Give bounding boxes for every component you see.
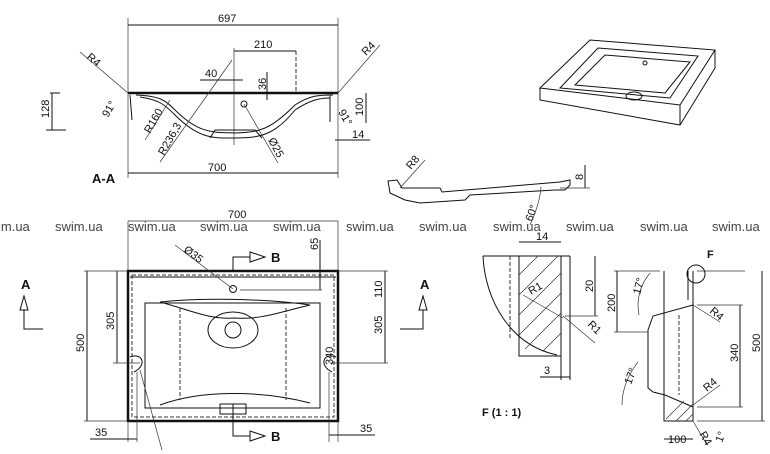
dim-128: 128	[40, 100, 52, 118]
dim-17deg-bottom: 17°	[623, 366, 640, 386]
dim-r4-corner: R4	[696, 430, 713, 448]
dim-14-detail: 14	[536, 231, 548, 243]
watermark: swim.ua	[346, 219, 394, 234]
dim-700: 700	[208, 162, 226, 174]
watermark: swim.ua	[128, 219, 176, 234]
dim-17deg-top: 17°	[631, 277, 647, 296]
dim-35-left: 35	[95, 427, 107, 439]
watermark: swim.ua	[200, 219, 248, 234]
watermark: im.ua	[0, 219, 31, 234]
dim-36: 36	[257, 78, 269, 90]
dim-d25: Ø25	[265, 136, 285, 160]
section-b-profile: R8 8 60°	[387, 153, 590, 226]
plan-view: 700 Ø35 65 110 305 305 500 340 35 35 B B	[19, 209, 388, 451]
dim-340-plan: 340	[324, 347, 336, 365]
watermark: swim.ua	[419, 219, 467, 234]
dim-d35: Ø35	[181, 244, 205, 266]
hatching	[518, 255, 562, 352]
dim-r4-right: R4	[360, 40, 378, 58]
dim-700-plan: 700	[228, 209, 246, 221]
watermark: swim.ua	[273, 219, 321, 234]
dim-60deg: 60°	[524, 203, 541, 223]
detail-mark-f: F	[707, 249, 714, 261]
watermarks: im.ua swim.ua swim.ua swim.ua swim.ua sw…	[0, 219, 760, 234]
dim-100: 100	[668, 434, 686, 446]
dim-91-left: 91°	[100, 99, 119, 119]
dim-r1-b: R1	[585, 319, 603, 337]
dim-697: 697	[218, 13, 236, 25]
dim-r160: R160	[142, 107, 166, 136]
dim-r4-top: R4	[707, 305, 725, 323]
side-view: F 200 17° R4 340 500 17° R4 100 R4 1°	[606, 249, 765, 448]
dim-100: 100	[354, 98, 366, 116]
dim-200: 200	[606, 294, 618, 312]
dim-35-right: 35	[360, 423, 372, 435]
dim-r8: R8	[404, 153, 422, 171]
view-mark-a-right: A	[420, 277, 430, 292]
dim-3: 3	[544, 365, 550, 377]
watermark: swim.ua	[493, 219, 541, 234]
dim-340-side: 340	[729, 344, 741, 362]
section-title-a-a: A-A	[92, 171, 116, 186]
isometric-view	[538, 39, 716, 126]
detail-f: A 14 20 R1 R1 3 F (1 : 1)	[400, 231, 603, 419]
watermark: swim.ua	[712, 219, 760, 234]
dim-500-side: 500	[751, 334, 763, 352]
dim-1deg: 1°	[714, 430, 729, 444]
section-mark-b-bottom: B	[271, 429, 280, 444]
dim-65: 65	[309, 238, 321, 250]
dim-305-right: 305	[373, 316, 385, 334]
section-a-a: 697 210 40 36 128 100 14 700 R4 R4 R160 …	[40, 13, 381, 186]
section-mark-b-top: B	[271, 250, 280, 265]
dim-r1-a: R1	[527, 280, 545, 297]
dim-40: 40	[205, 68, 217, 80]
dim-305-left: 305	[105, 312, 117, 330]
dim-110: 110	[373, 280, 385, 298]
watermark: swim.ua	[640, 219, 688, 234]
dim-r4-left: R4	[84, 51, 102, 69]
dim-210: 210	[254, 39, 272, 51]
dim-14: 14	[352, 129, 364, 141]
dim-r4-bottom: R4	[701, 376, 719, 394]
watermark: swim.ua	[566, 219, 614, 234]
dim-500-plan: 500	[75, 334, 87, 352]
watermark: swim.ua	[55, 219, 103, 234]
detail-f-title: F (1 : 1)	[482, 407, 521, 419]
dim-8: 8	[574, 174, 586, 180]
dim-20: 20	[584, 280, 596, 292]
dim-r236: R236,3	[156, 121, 184, 158]
view-mark-a-left: A	[21, 277, 31, 292]
